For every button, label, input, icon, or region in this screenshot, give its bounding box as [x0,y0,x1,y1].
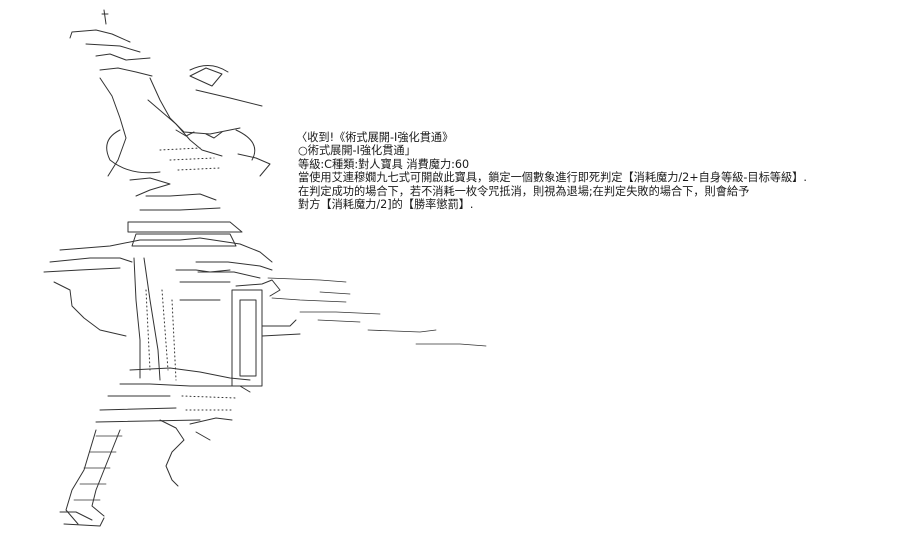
arm-left [43,257,133,273]
arm-left-lower [53,281,127,337]
speed-lines-4 [367,329,437,333]
speed-lines-1 [267,277,347,283]
skill-desc-line-3: 對方【消耗魔力/2]的【勝率懲罰】. [298,198,474,212]
skill-name: ○術式展開-Ⅰ強化貫通」 [298,144,416,158]
face [147,99,223,157]
eye-right [205,131,223,139]
hat-top [69,29,141,53]
hair-back [106,129,256,174]
hat-tip [101,9,109,25]
skill-description: 〈收到!《術式展開-Ⅰ強化貫通》 ○術式展開-Ⅰ強化貫通」 等級:C種類:對人寶… [296,131,886,211]
speed-lines-5 [415,343,487,347]
gun-body [231,289,263,387]
ear-tuft [237,153,271,177]
eye-left [175,129,195,137]
leg-right [159,419,185,487]
hair-left [99,77,127,177]
leg-stripes [73,435,123,501]
cheek-lines [159,147,221,171]
skill-stats: 等級:C種類:對人寶具 消費魔力:60 [298,157,470,171]
leg-left-inner [91,429,121,517]
sleeve-right [195,261,273,279]
speed-lines-3 [299,311,381,323]
gun-stock [235,279,281,297]
shoulder-left [59,237,201,251]
hair-strand [189,65,263,107]
skirt-mid [119,383,251,393]
skirt-top [129,367,251,381]
boot [59,511,105,527]
torso-right [175,269,231,301]
collar [139,193,221,211]
speed-lines-2 [271,291,351,303]
skill-desc-line-2: 在判定成功的場合下，若不消耗一枚令咒抵消，則視為退場;在判定失敗的場合下，則會給… [298,184,750,198]
caption-header: 〈收到!《術式展開-Ⅰ強化貫通》 [296,131,454,144]
skill-desc-line-1: 當使用艾連穆嫺九七式可開啟此寶具，鎖定一個數象進行即死判定【消耗魔力/2+自身等… [298,171,807,185]
leg-right-inner [189,417,233,441]
neck [129,177,171,197]
hat-brim [95,53,153,77]
torso-dots [145,289,177,381]
leg-left [65,429,97,525]
hair-right [149,77,241,135]
shoulder-right [199,237,273,263]
torso-left [133,257,161,381]
chest-block [127,221,243,247]
gun-barrel [261,319,301,337]
ribbon [189,67,223,87]
skirt-dots [181,395,237,411]
skirt-lines [95,395,201,423]
